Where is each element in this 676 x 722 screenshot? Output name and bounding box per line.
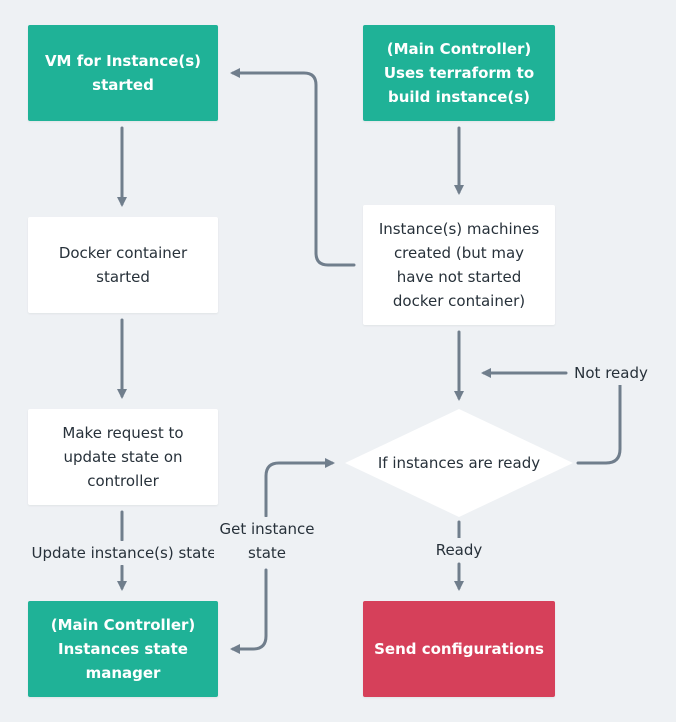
- node-vm-started: VM for Instance(s) started: [28, 25, 218, 121]
- edge-label-ready: Ready: [426, 538, 492, 562]
- arrow-created-to-vm: [230, 68, 356, 267]
- node-machines-created: Instance(s) machines created (but may ha…: [363, 205, 555, 325]
- node-docker-started: Docker container started: [28, 217, 218, 313]
- decision-diamond: [345, 409, 573, 517]
- arrow-not-ready-loop: [576, 380, 622, 465]
- edge-label-update-state: Update instance(s) state: [28, 541, 220, 565]
- edge-label-not-ready: Not ready: [568, 361, 654, 385]
- decision-label: If instances are ready: [377, 454, 541, 472]
- edge-label-get-state: Get instance state: [214, 517, 320, 565]
- node-main-controller-build: (Main Controller) Uses terraform to buil…: [363, 25, 555, 121]
- arrow-get-state-down: [230, 568, 268, 654]
- arrow-get-state-up: [264, 458, 335, 518]
- node-state-manager: (Main Controller) Instances state manage…: [28, 601, 218, 697]
- node-send-configurations: Send configurations: [363, 601, 555, 697]
- node-make-request: Make request to update state on controll…: [28, 409, 218, 505]
